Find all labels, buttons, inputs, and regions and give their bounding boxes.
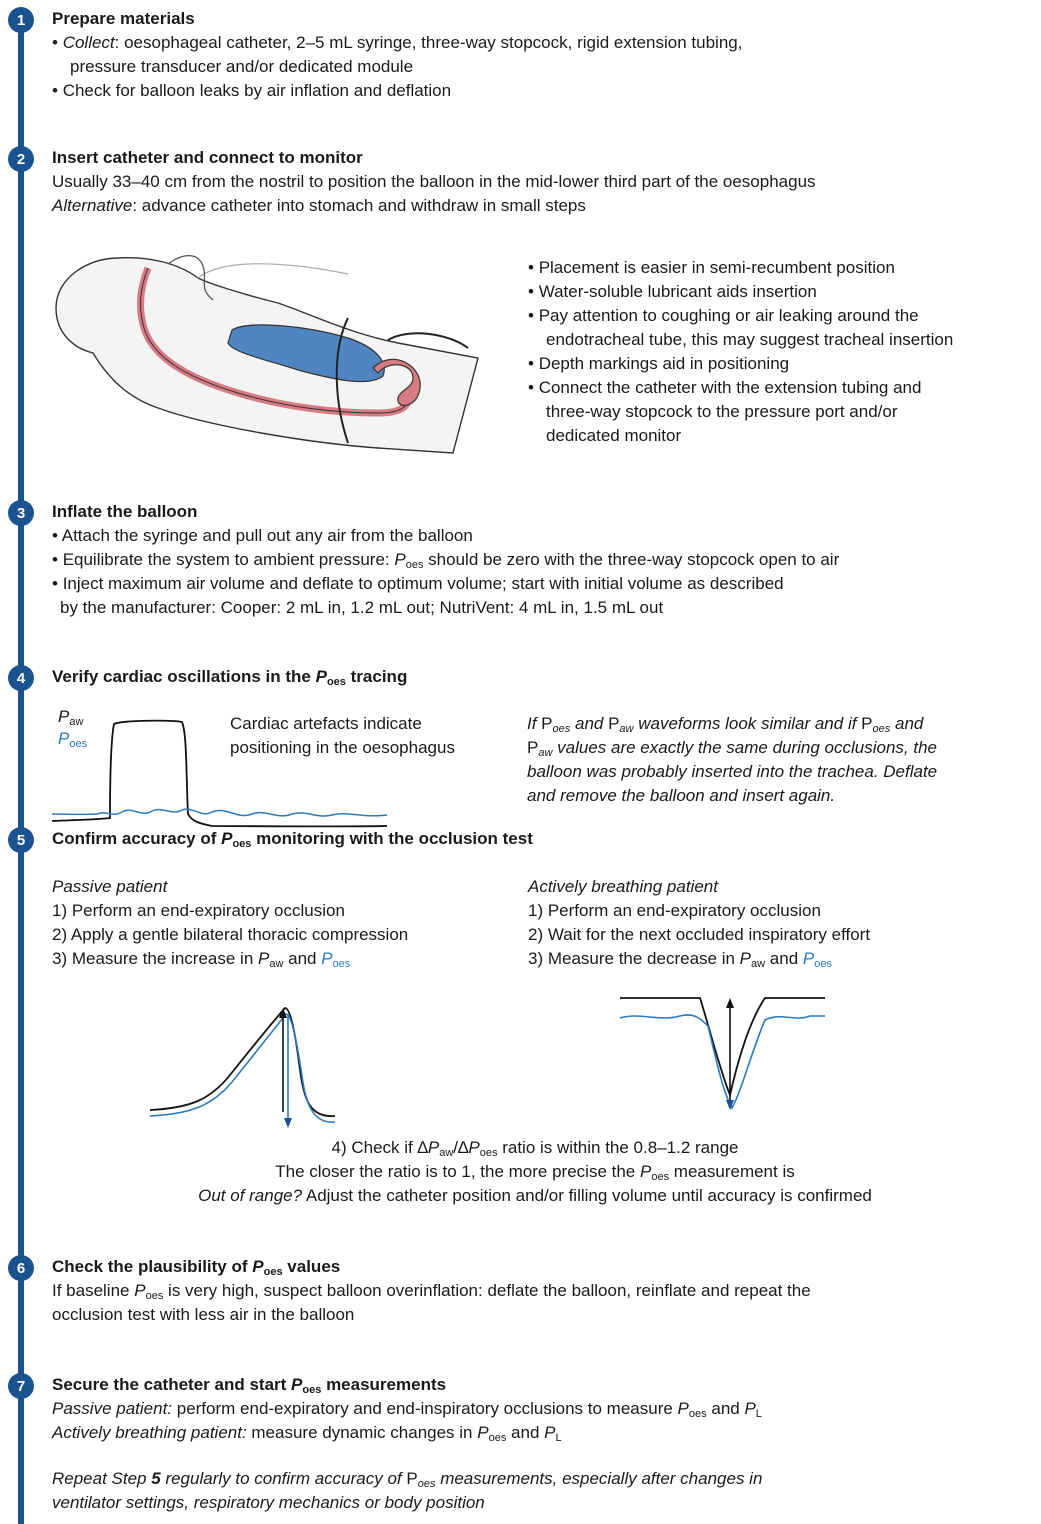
tip-5: • Connect the catheter with the extensio… xyxy=(528,378,922,397)
step-1-bullet-1-cont: pressure transducer and/or dedicated mod… xyxy=(70,57,414,76)
step-1-bullet-2: • Check for balloon leaks by air inflati… xyxy=(52,81,452,100)
active-patient-steps: Actively breathing patient 1) Perform an… xyxy=(528,877,871,970)
step-3: Inflate the balloon • Attach the syringe… xyxy=(52,500,839,620)
repeat-step-note: Repeat Step 5 regularly to confirm accur… xyxy=(52,1469,763,1490)
timeline-rail xyxy=(18,14,24,1524)
ratio-check: 4) Check if ∆Paw/∆Poes ratio is within t… xyxy=(198,1138,872,1205)
waveform-legend: Paw Poes xyxy=(58,706,87,750)
step-5-number: 5 xyxy=(8,827,34,853)
step-2-tips: • Placement is easier in semi-recumbent … xyxy=(528,256,953,448)
step-3-bullet-3: • Inject maximum air volume and deflate … xyxy=(52,574,784,593)
step-5: Confirm accuracy of Poes monitoring with… xyxy=(52,827,533,851)
step-3-bullet-2: • Equilibrate the system to ambient pres… xyxy=(52,550,840,571)
step-1-title: Prepare materials xyxy=(52,9,195,28)
tip-3: • Pay attention to coughing or air leaki… xyxy=(528,306,919,325)
step-3-bullet-1: • Attach the syringe and pull out any ai… xyxy=(52,526,473,545)
tip-3-cont: endotracheal tube, this may suggest trac… xyxy=(546,330,954,349)
step-1: Prepare materials • Collect: oesophageal… xyxy=(52,7,742,103)
tip-2: • Water-soluble lubricant aids insertion xyxy=(528,282,817,301)
step-1-bullet-1: • Collect: oesophageal catheter, 2–5 mL … xyxy=(52,33,743,52)
step-6-title: Check the plausibility of Poes values xyxy=(52,1257,341,1278)
cardiac-oscillation-waveform xyxy=(51,719,388,828)
step-2-title: Insert catheter and connect to monitor xyxy=(52,148,363,167)
step-4: Verify cardiac oscillations in the Poes … xyxy=(52,665,407,689)
step-2-line-1: Usually 33–40 cm from the nostril to pos… xyxy=(52,172,816,191)
step-2-line-2: Alternative: advance catheter into stoma… xyxy=(52,196,586,215)
passive-patient-steps: Passive patient 1) Perform an end-expira… xyxy=(52,877,409,970)
step-2: Insert catheter and connect to monitor U… xyxy=(52,146,816,218)
step-6-number: 6 xyxy=(8,1255,34,1281)
tip-4: • Depth markings aid in positioning xyxy=(528,354,790,373)
catheter-placement-illustration xyxy=(55,254,479,454)
step-7-title: Secure the catheter and start Poes measu… xyxy=(52,1375,447,1396)
step-6: Check the plausibility of Poes values If… xyxy=(52,1257,811,1324)
step-5-title: Confirm accuracy of Poes monitoring with… xyxy=(52,829,533,850)
step-3-title: Inflate the balloon xyxy=(52,502,198,521)
step-7-number: 7 xyxy=(8,1373,34,1399)
tracheal-insertion-warning: If Poes and Paw waveforms look similar a… xyxy=(527,714,938,805)
tip-5-cont-1: three-way stopcock to the pressure port … xyxy=(546,402,898,421)
tip-1: • Placement is easier in semi-recumbent … xyxy=(528,258,895,277)
step-7: Secure the catheter and start Poes measu… xyxy=(52,1375,763,1512)
legend-paw: Paw xyxy=(58,707,84,728)
cardiac-artefacts-note: Cardiac artefacts indicate positioning i… xyxy=(230,714,455,757)
step-3-number: 3 xyxy=(8,500,34,526)
tip-5-cont-2: dedicated monitor xyxy=(546,426,682,445)
step-3-bullet-3-cont: by the manufacturer: Cooper: 2 mL in, 1.… xyxy=(60,598,664,617)
step-1-number: 1 xyxy=(8,7,34,33)
step-4-number: 4 xyxy=(8,665,34,691)
passive-occlusion-waveform xyxy=(149,1007,336,1128)
legend-poes: Poes xyxy=(58,729,88,750)
step-4-title: Verify cardiac oscillations in the Poes … xyxy=(52,667,408,688)
step-2-number: 2 xyxy=(8,146,34,172)
active-occlusion-waveform xyxy=(619,997,825,1110)
